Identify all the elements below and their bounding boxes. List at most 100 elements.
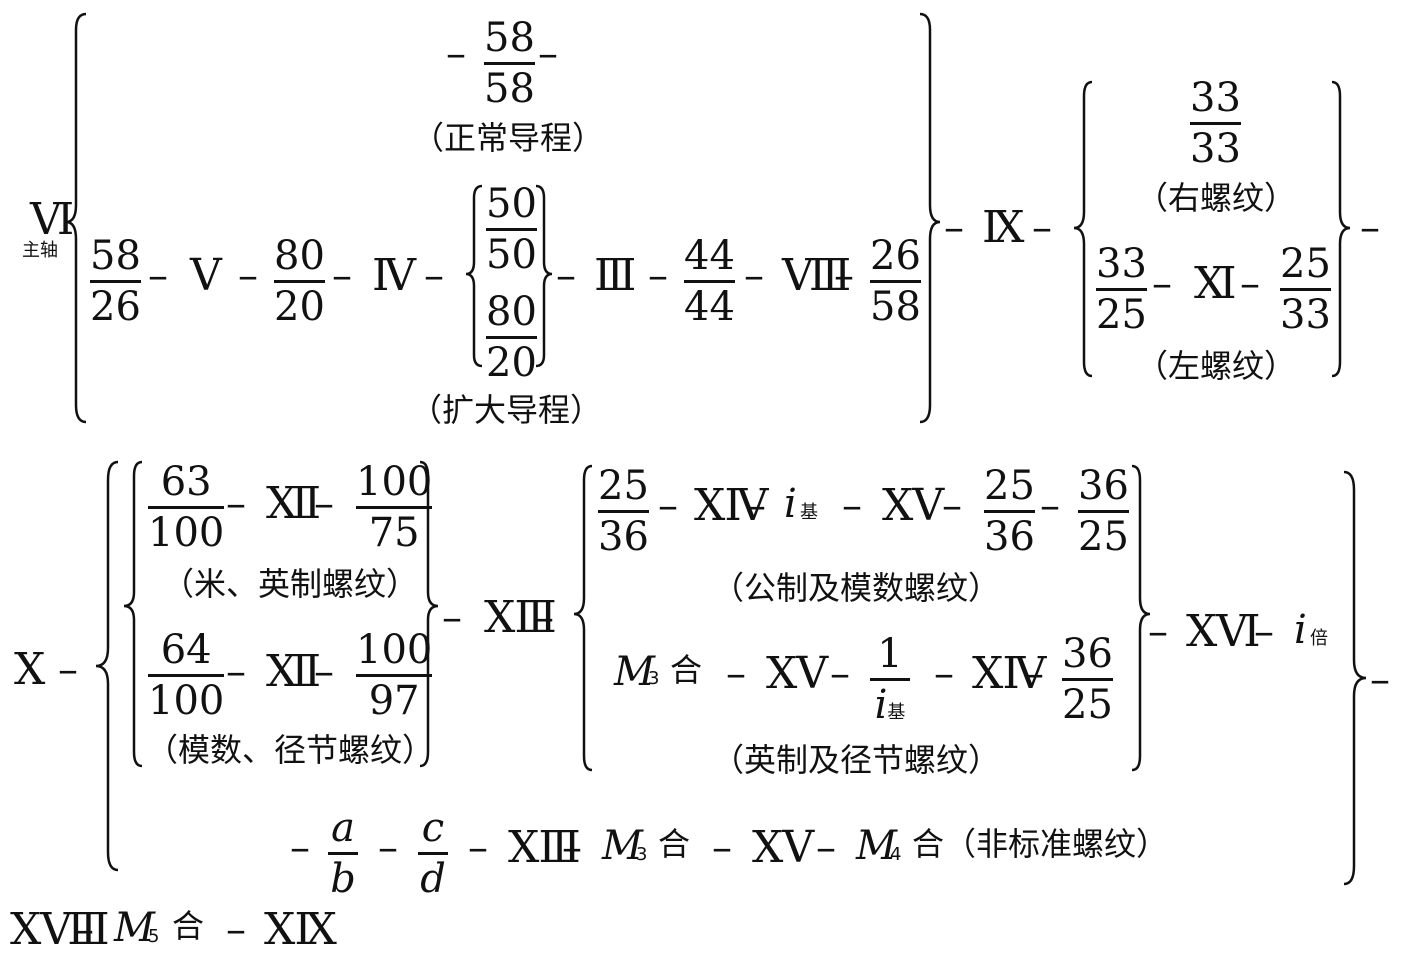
- numerator: 33: [1096, 241, 1147, 287]
- roman-xix: ⅩⅨ: [264, 904, 337, 955]
- roman-viii: Ⅷ: [782, 250, 851, 301]
- roman-vi: Ⅵ: [30, 194, 74, 245]
- numerator: a: [331, 805, 355, 851]
- i-multiplier-sub: 倍: [1310, 628, 1328, 649]
- roman-iii: Ⅲ: [594, 250, 636, 301]
- numerator: 25: [598, 463, 649, 509]
- dash: –: [556, 253, 576, 299]
- roman-xv: ⅩⅤ: [752, 822, 814, 873]
- i-multiplier: i: [1294, 607, 1307, 653]
- label-nonstandard: （非标准螺纹）: [944, 825, 1169, 863]
- dash: –: [226, 907, 246, 953]
- dash: –: [1360, 205, 1380, 251]
- roman-iv: Ⅳ: [372, 250, 416, 301]
- numerator: 100: [356, 459, 433, 505]
- dash: –: [226, 649, 246, 695]
- roman-xii: Ⅻ: [266, 646, 321, 697]
- label-imperial-pitch: （英制及径节螺纹）: [712, 741, 1001, 779]
- dash: –: [934, 651, 954, 697]
- right-brace-thread: [1331, 80, 1351, 378]
- dash: –: [538, 31, 558, 77]
- dash: –: [648, 253, 668, 299]
- i-base-sub: 基: [800, 502, 818, 523]
- dash: –: [944, 205, 964, 251]
- roman-xiv: ⅩⅣ: [972, 648, 1046, 699]
- dash: –: [1370, 657, 1390, 703]
- roman-x: Ⅹ: [14, 644, 45, 695]
- roman-xii: Ⅻ: [266, 478, 321, 529]
- dash: –: [1032, 205, 1052, 251]
- roman-xvi: ⅩⅥ: [1186, 606, 1261, 657]
- m4-symbol: M: [856, 823, 897, 869]
- m5-symbol: M: [114, 905, 155, 951]
- right-brace-cd: [1131, 464, 1151, 772]
- dash: –: [290, 825, 310, 871]
- dash: –: [468, 825, 488, 871]
- dash: –: [746, 483, 766, 529]
- denominator: 58: [484, 66, 535, 112]
- label-normal-lead: （正常导程）: [412, 119, 605, 157]
- right-brace-small: [535, 184, 553, 368]
- dash: –: [842, 483, 862, 529]
- right-brace-ab: [419, 460, 439, 768]
- numerator: c: [421, 805, 445, 851]
- denominator: 33: [1190, 126, 1241, 172]
- numerator: 44: [684, 233, 735, 279]
- denominator: 26: [90, 284, 141, 330]
- dash: –: [226, 481, 246, 527]
- label-expand-lead: （扩大导程）: [410, 391, 603, 429]
- roman-xiii: ⅩⅢ: [484, 592, 557, 643]
- denominator: 50: [486, 232, 537, 278]
- denominator: 25: [1062, 682, 1113, 728]
- left-brace-outer: [95, 460, 119, 872]
- numerator: 80: [486, 289, 537, 335]
- m3-sub: 3: [648, 668, 660, 689]
- dash: –: [834, 253, 854, 299]
- denominator: d: [420, 856, 446, 902]
- numerator: 50: [486, 181, 537, 227]
- label-module-pitch: （模数、径节螺纹）: [146, 731, 435, 769]
- denominator: 25: [1078, 514, 1129, 560]
- label-metric-imperial: （米、英制螺纹）: [162, 565, 419, 603]
- denominator: b: [330, 856, 356, 902]
- denominator: 36: [598, 514, 649, 560]
- left-brace-small: [465, 184, 483, 368]
- dash: –: [658, 483, 678, 529]
- denominator: 20: [274, 284, 325, 330]
- dash: –: [744, 253, 764, 299]
- denominator: 36: [984, 514, 1035, 560]
- dash: –: [148, 253, 168, 299]
- roman-v: Ⅴ: [190, 250, 222, 301]
- numerator: 33: [1190, 75, 1241, 121]
- dash: –: [562, 825, 582, 871]
- label-metric-module: （公制及模数螺纹）: [712, 569, 1001, 607]
- roman-xv: ⅩⅤ: [882, 480, 944, 531]
- spindle-label: 主轴: [22, 240, 58, 261]
- dash: –: [712, 825, 732, 871]
- denominator: 25: [1096, 292, 1147, 338]
- dash: –: [424, 253, 444, 299]
- numerator: 80: [274, 233, 325, 279]
- right-brace-outer: [1343, 470, 1367, 886]
- numerator: 58: [90, 233, 141, 279]
- numerator: 36: [1078, 463, 1129, 509]
- denominator: i基: [874, 682, 906, 728]
- denominator: 100: [148, 510, 225, 556]
- dash: –: [1254, 609, 1274, 655]
- dash: –: [1240, 261, 1260, 307]
- dash: –: [534, 595, 554, 641]
- dash: –: [442, 595, 462, 641]
- i-base: i: [784, 481, 797, 527]
- dash: –: [58, 647, 78, 693]
